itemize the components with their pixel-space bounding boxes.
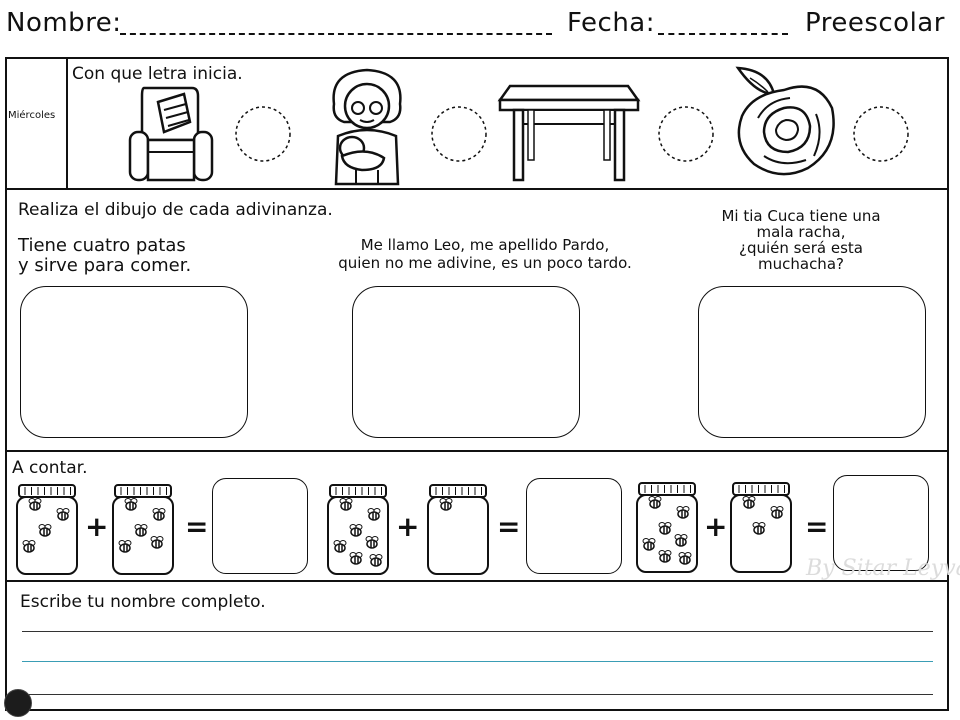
bee-icon [674,534,688,547]
bee-icon [770,506,784,519]
counting-instruction: A contar. [12,458,88,478]
jar-problem-1-right [112,484,174,575]
bee-icon [38,524,52,537]
equals-sign-1: = [185,510,209,543]
riddle-3-line-2: mala racha, [756,223,846,241]
author-signature: By Sitar Leyva [806,556,960,581]
bee-icon [678,552,692,565]
riddle-1-line-1: Tiene cuatro patas [18,235,186,256]
level-label: Preescolar [805,8,945,38]
bee-icon [349,552,363,565]
bee-icon [134,524,148,537]
bee-icon [150,536,164,549]
bee-icon [339,498,353,511]
name-label: Nombre: [6,8,122,38]
divider-1 [5,188,949,190]
writing-line-top[interactable] [22,631,933,632]
bee-icon [648,496,662,509]
bee-icon [658,550,672,563]
bee-icon [676,506,690,519]
bee-icon [56,508,70,521]
plus-sign-1: + [85,510,109,543]
bee-icon [28,498,42,511]
bee-icon [369,554,383,567]
day-column-divider [66,58,68,188]
grandmother-with-baby-icon [332,68,402,186]
plus-sign-2: + [396,510,420,543]
publisher-logo [4,689,32,717]
worksheet-frame [5,57,949,711]
weekday-label: Miércoles [8,110,56,121]
riddle-3-line-4: muchacha? [758,255,844,273]
answer-circle-4[interactable] [852,105,910,163]
answer-box-1[interactable] [212,478,308,574]
riddle-2-line-1: Me llamo Leo, me apellido Pardo, [360,236,610,254]
jar-problem-2-left [327,484,389,575]
date-blank[interactable] [658,33,788,35]
bee-icon [124,498,138,511]
riddle-2-line-2: quien no me adivine, es un poco tardo. [338,254,632,272]
plus-sign-3: + [704,510,728,543]
drawing-box-2[interactable] [352,286,580,438]
bee-icon [22,540,36,553]
name-blank[interactable] [120,33,552,35]
riddle-3-line-3: ¿quién será esta [739,239,863,257]
bee-icon [118,540,132,553]
jar-problem-3-left [636,482,698,573]
sofa-icon [128,86,214,182]
bee-icon [658,522,672,535]
date-label: Fecha: [567,8,655,38]
worksheet-header: Nombre: Fecha: Preescolar [0,0,960,52]
bee-icon [365,536,379,549]
bee-icon [152,508,166,521]
riddle-1-line-2: y sirve para comer. [18,255,192,276]
divider-3 [5,580,949,582]
equals-sign-2: = [497,510,521,543]
rose-icon [735,66,835,176]
writing-line-bottom[interactable] [22,694,933,695]
answer-box-3[interactable] [833,475,929,571]
drawing-box-3[interactable] [698,286,926,438]
initial-letter-instruction: Con que letra inicia. [72,64,243,84]
jar-problem-3-right [730,482,792,573]
equals-sign-3: = [805,510,829,543]
bee-icon [367,508,381,521]
answer-circle-2[interactable] [430,105,488,163]
riddle-2: Me llamo Leo, me apellido Pardo, quien n… [290,236,680,272]
bee-icon [742,496,756,509]
riddle-3: Mi tia Cuca tiene una mala racha, ¿quién… [690,208,912,272]
bee-icon [333,540,347,553]
drawing-box-1[interactable] [20,286,248,438]
table-icon [497,84,641,182]
bee-icon [642,538,656,551]
divider-2 [5,450,949,452]
answer-circle-3[interactable] [657,105,715,163]
jar-problem-2-right [427,484,489,575]
riddle-3-line-1: Mi tia Cuca tiene una [721,207,881,225]
write-name-instruction: Escribe tu nombre completo. [20,592,266,612]
answer-circle-1[interactable] [234,105,292,163]
riddle-instruction: Realiza el dibujo de cada adivinanza. [18,200,333,220]
riddle-1: Tiene cuatro patas y sirve para comer. [18,236,191,276]
bee-icon [349,524,363,537]
answer-box-2[interactable] [526,478,622,574]
bee-icon [752,522,766,535]
jar-problem-1-left [16,484,78,575]
bee-icon [439,498,453,511]
writing-line-middle[interactable] [22,661,933,662]
